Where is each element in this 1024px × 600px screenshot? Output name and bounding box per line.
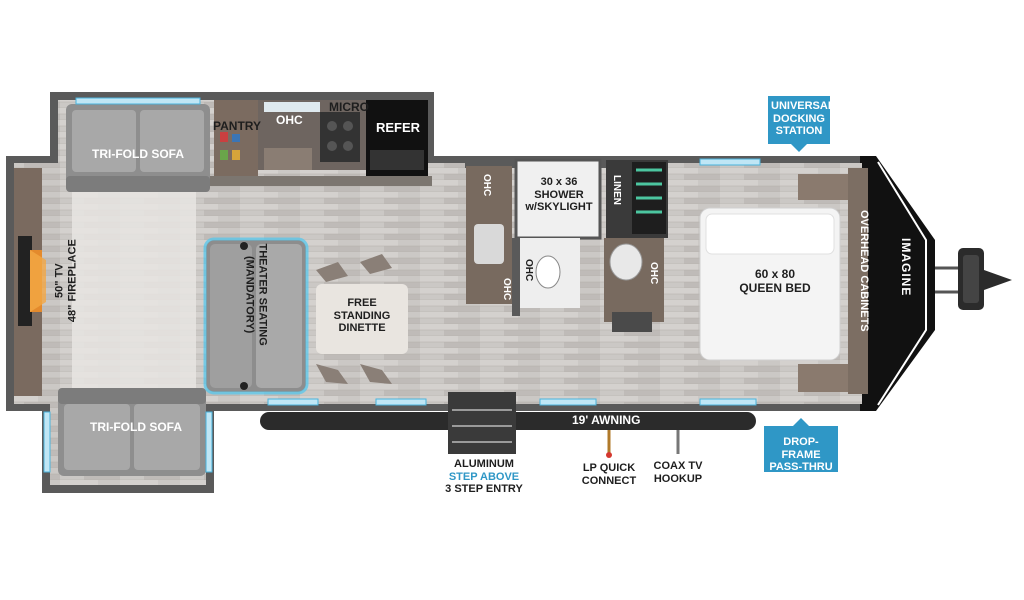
step-entry-label: ALUMINUM STEP ABOVE 3 STEP ENTRY [445, 458, 523, 496]
overhead-cabinets-label: OVERHEAD CABINETS [858, 210, 870, 332]
window [205, 411, 213, 473]
hitch-coupler [984, 270, 1012, 290]
coax-hookup-label: COAX TV HOOKUP [653, 460, 703, 485]
ohc-kitchen-label: OHC [276, 113, 303, 127]
entry-steps [448, 392, 516, 454]
window [75, 97, 201, 105]
ohc-bath-label-4: OHC [648, 262, 659, 285]
refer-label: REFER [376, 120, 421, 135]
dinette-label: FREE STANDING DINETTE [333, 297, 391, 335]
shower [514, 158, 602, 240]
theater-seating-label: THEATER SEATING (MANDATORY) [244, 243, 269, 346]
rug [72, 192, 196, 388]
queen-bed-label: 60 x 80 QUEEN BED [739, 267, 811, 295]
tv-screen [18, 236, 32, 326]
window [699, 158, 761, 166]
window [375, 398, 427, 406]
pantry-label: PANTRY [213, 119, 261, 133]
awning-label: 19' AWNING [572, 413, 641, 427]
window [699, 398, 757, 406]
front-cap [860, 156, 935, 411]
overhead-cabinets [848, 168, 868, 394]
trifold-sofa-top-label: TRI-FOLD SOFA [92, 147, 184, 161]
window [267, 398, 319, 406]
trifold-sofa-bottom-label: TRI-FOLD SOFA [90, 420, 182, 434]
brand-logo: IMAGINE [899, 238, 913, 297]
ohc-bath-label-2: OHC [501, 278, 512, 301]
nightstand-top [798, 174, 848, 200]
tv-fireplace-label: 50" TV 48" FIREPLACE [53, 239, 78, 323]
shower-label: 30 x 36 SHOWER w/SKYLIGHT [525, 176, 593, 214]
hitch-tongue [935, 266, 958, 294]
bath-inner-wall [512, 238, 520, 316]
linen-label: LINEN [611, 175, 622, 205]
lp-connect-label: LP QUICK CONNECT [581, 462, 637, 487]
dinette-table [316, 284, 408, 354]
pass-thru-storage-callout: DROP-FRAME PASS-THRU STORAGE [764, 418, 838, 486]
nightstand-bottom [798, 364, 848, 392]
window [43, 411, 51, 473]
range [320, 112, 360, 162]
ohc-bath-label-1: OHC [481, 174, 492, 197]
front-cap-trim [877, 161, 927, 406]
micro-label: MICRO [329, 100, 369, 114]
docking-station-callout: UNIVERSAL DOCKING STATION [768, 96, 835, 152]
ohc-bath-label-3: OHC [523, 259, 534, 282]
window [539, 398, 597, 406]
